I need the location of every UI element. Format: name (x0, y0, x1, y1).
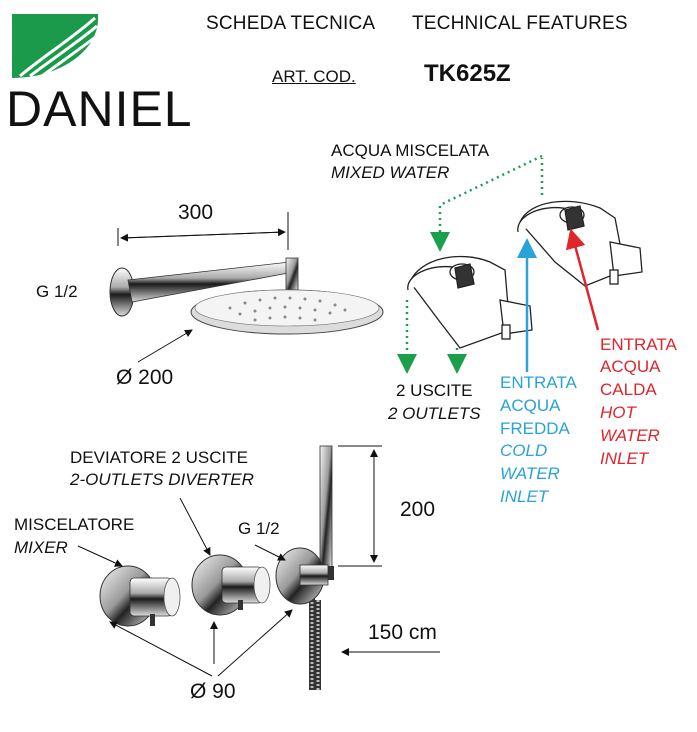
wall-outlet-illustration (275, 547, 329, 605)
logo-swoosh-icon (12, 14, 99, 79)
mixer-label-it: MISCELATORE (14, 515, 135, 534)
hose-length-label: 150 cm (368, 621, 437, 644)
plate-diameter-label: Ø 90 (190, 680, 236, 703)
hot-label-1: ENTRATA (600, 335, 677, 354)
valve-front-illustration (407, 255, 533, 349)
arm-length-label: 300 (178, 201, 214, 224)
brand-name: DANIEL (6, 81, 193, 137)
mixer-illustration (99, 565, 181, 627)
hot-label-5: WATER (600, 426, 660, 445)
cold-label-1: ENTRATA (500, 373, 577, 392)
hot-label-3: CALDA (600, 380, 657, 399)
mixer-label-en: MIXER (14, 538, 68, 557)
hot-inlet-arrow (565, 228, 600, 331)
hand-height-label: 200 (400, 498, 436, 521)
shower-head-illustration (109, 257, 384, 363)
outlet-connection-label: G 1/2 (238, 519, 280, 538)
hot-label-4: HOT (600, 403, 636, 422)
hand-shower-height-dimension (338, 445, 382, 567)
outlets-label-it: 2 USCITE (396, 381, 473, 400)
diverter-label-it: DEVIATORE 2 USCITE (70, 448, 248, 467)
valve-back-illustration (517, 200, 643, 287)
title-italian: SCHEDA TECNICA (206, 13, 376, 34)
mixed-water-arrows (397, 154, 544, 374)
plate-diameter-arrows (109, 609, 293, 677)
art-code-value: TK625Z (424, 60, 511, 87)
mixed-water-label-it: ACQUA MISCELATA (331, 141, 490, 160)
cold-label-6: INLET (500, 487, 549, 506)
cold-label-4: COLD (500, 441, 548, 460)
diverter-label-en: 2-OUTLETS DIVERTER (70, 470, 254, 489)
art-code-label: ART. COD. (272, 67, 356, 86)
shower-connection-label: G 1/2 (36, 282, 78, 301)
outlets-label-en: 2 OUTLETS (388, 404, 481, 423)
diverter-illustration (191, 554, 271, 616)
mixed-water-label-en: MIXED WATER (331, 163, 450, 182)
cold-label-5: WATER (500, 464, 560, 483)
shower-diameter-label: Ø 200 (116, 366, 174, 389)
hot-label-2: ACQUA (600, 357, 661, 376)
hand-shower-illustration (309, 445, 334, 690)
cold-label-2: ACQUA (500, 396, 561, 415)
hot-label-6: INLET (600, 449, 649, 468)
title-english: TECHNICAL FEATURES (412, 13, 628, 34)
arm-length-dimension (117, 212, 289, 250)
cold-label-3: FREDDA (500, 419, 570, 438)
